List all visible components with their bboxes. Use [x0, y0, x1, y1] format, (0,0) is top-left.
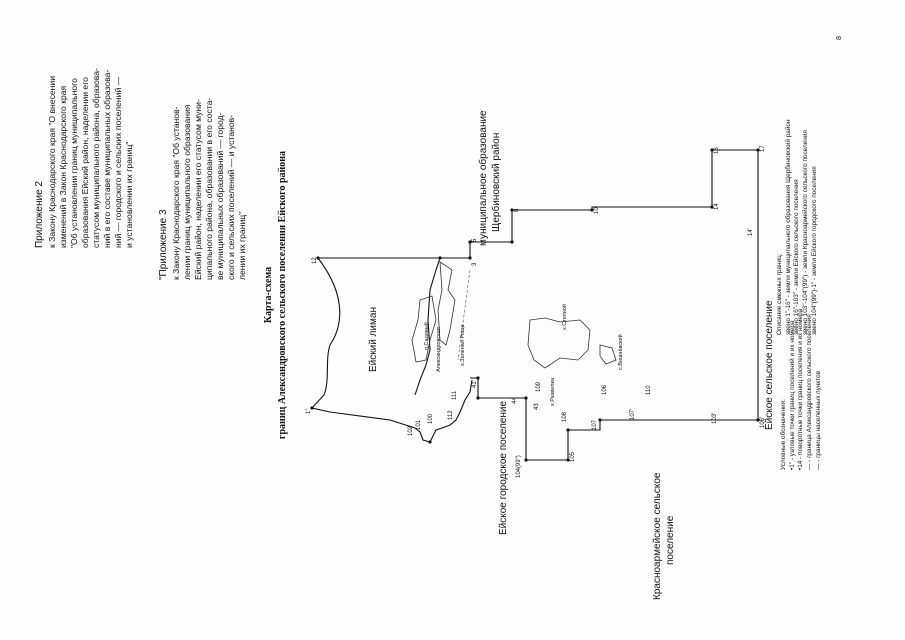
point-marker	[566, 428, 570, 432]
krasnoarmeysky-label-1: Красноармейское сельское	[652, 472, 663, 600]
village-label: п.Садовый	[423, 322, 430, 350]
point-marker	[310, 406, 314, 410]
adjacent-item: звено 16"-103" - земли Ейского сельского…	[793, 179, 801, 335]
point-label: 112	[448, 410, 454, 420]
shcherbinovsky-label-2: Щербиновский район	[490, 133, 502, 232]
point-marker	[598, 418, 602, 422]
point-label: 107'	[630, 409, 636, 420]
point-marker	[476, 376, 480, 380]
point-label: 43	[534, 403, 540, 410]
adjacent-item: звено 104"(99")-1" - земли Ейского город…	[810, 166, 818, 335]
point-label: 44	[512, 397, 518, 404]
shcherbinovsky-label-1: муниципальное образование	[477, 110, 489, 246]
point-label: 41	[472, 381, 478, 388]
settlement-outline	[527, 317, 591, 369]
point-label: 105	[570, 451, 576, 462]
point-label: 3	[472, 262, 478, 266]
point-marker	[756, 418, 760, 422]
village-label: х.Степной	[561, 304, 568, 330]
point-marker	[510, 208, 514, 212]
point-marker	[316, 256, 320, 260]
point-marker	[756, 148, 760, 152]
point-marker	[710, 148, 714, 152]
boundary-line-north	[414, 257, 441, 396]
krasnoarmeysky-label-2: поселение	[665, 515, 676, 565]
adjacent-item: звено 1"-16" - земли муниципального обра…	[784, 119, 792, 336]
liman-label: Ейский лиман	[368, 307, 379, 372]
page-number: 8	[836, 36, 843, 40]
point-label: 108	[562, 411, 568, 422]
point-label: 14'	[748, 228, 754, 236]
point-label: 5	[472, 238, 478, 242]
boundary-line-west	[429, 379, 473, 443]
point-marker	[524, 396, 528, 400]
point-label: 107	[592, 419, 598, 430]
point-label: 111	[452, 390, 458, 400]
point-label: 109	[536, 381, 542, 392]
point-marker	[524, 458, 528, 462]
point-label: 103'	[712, 413, 718, 424]
settlement-outline	[599, 344, 617, 365]
village-label: х.Зеленая Роща	[460, 324, 466, 366]
inner-line	[457, 269, 471, 361]
adjacent-title: Описание смежных границ:	[776, 253, 783, 335]
point-marker	[590, 208, 594, 212]
settlement-outline	[437, 261, 456, 346]
yeysk-urban-label: Ейское городское поселение	[498, 401, 509, 535]
point-marker	[428, 440, 432, 444]
point-label: 14	[714, 203, 720, 210]
point-label: 102	[408, 425, 414, 436]
point-label: 100	[428, 413, 434, 424]
point-label: 110	[646, 385, 652, 395]
point-marker	[468, 256, 472, 260]
village-label: Александровская	[436, 327, 442, 372]
point-label: 104(99")	[516, 455, 522, 478]
point-marker	[438, 256, 442, 260]
point-marker	[710, 205, 714, 209]
village-label: х.Развилка	[550, 377, 556, 406]
point-marker	[476, 396, 480, 400]
coastline	[310, 257, 431, 443]
point-label: 1"	[306, 409, 312, 414]
boundary-points	[310, 148, 760, 462]
point-label: 12	[312, 257, 318, 264]
point-label: 16	[714, 147, 720, 154]
adjacent-item: звено 103"-104"(99") - земли Красноармей…	[801, 130, 809, 335]
point-marker	[468, 240, 472, 244]
point-label: 106'	[760, 417, 766, 428]
point-label: 101	[416, 419, 422, 430]
point-marker	[510, 240, 514, 244]
yeysk-rural-label: Ейское сельское поселение	[764, 300, 775, 430]
point-label: 10	[594, 207, 600, 214]
village-label: с.Вишнёвский	[617, 334, 624, 370]
settlement-outline	[411, 295, 437, 363]
point-marker	[566, 458, 570, 462]
adjacent-description: Описание смежных границ: звено 1"-16" - …	[776, 120, 819, 336]
boundary-line	[318, 149, 759, 461]
point-label: 17	[760, 145, 766, 152]
point-label: 106	[602, 384, 608, 395]
point-label: 8	[514, 208, 520, 212]
